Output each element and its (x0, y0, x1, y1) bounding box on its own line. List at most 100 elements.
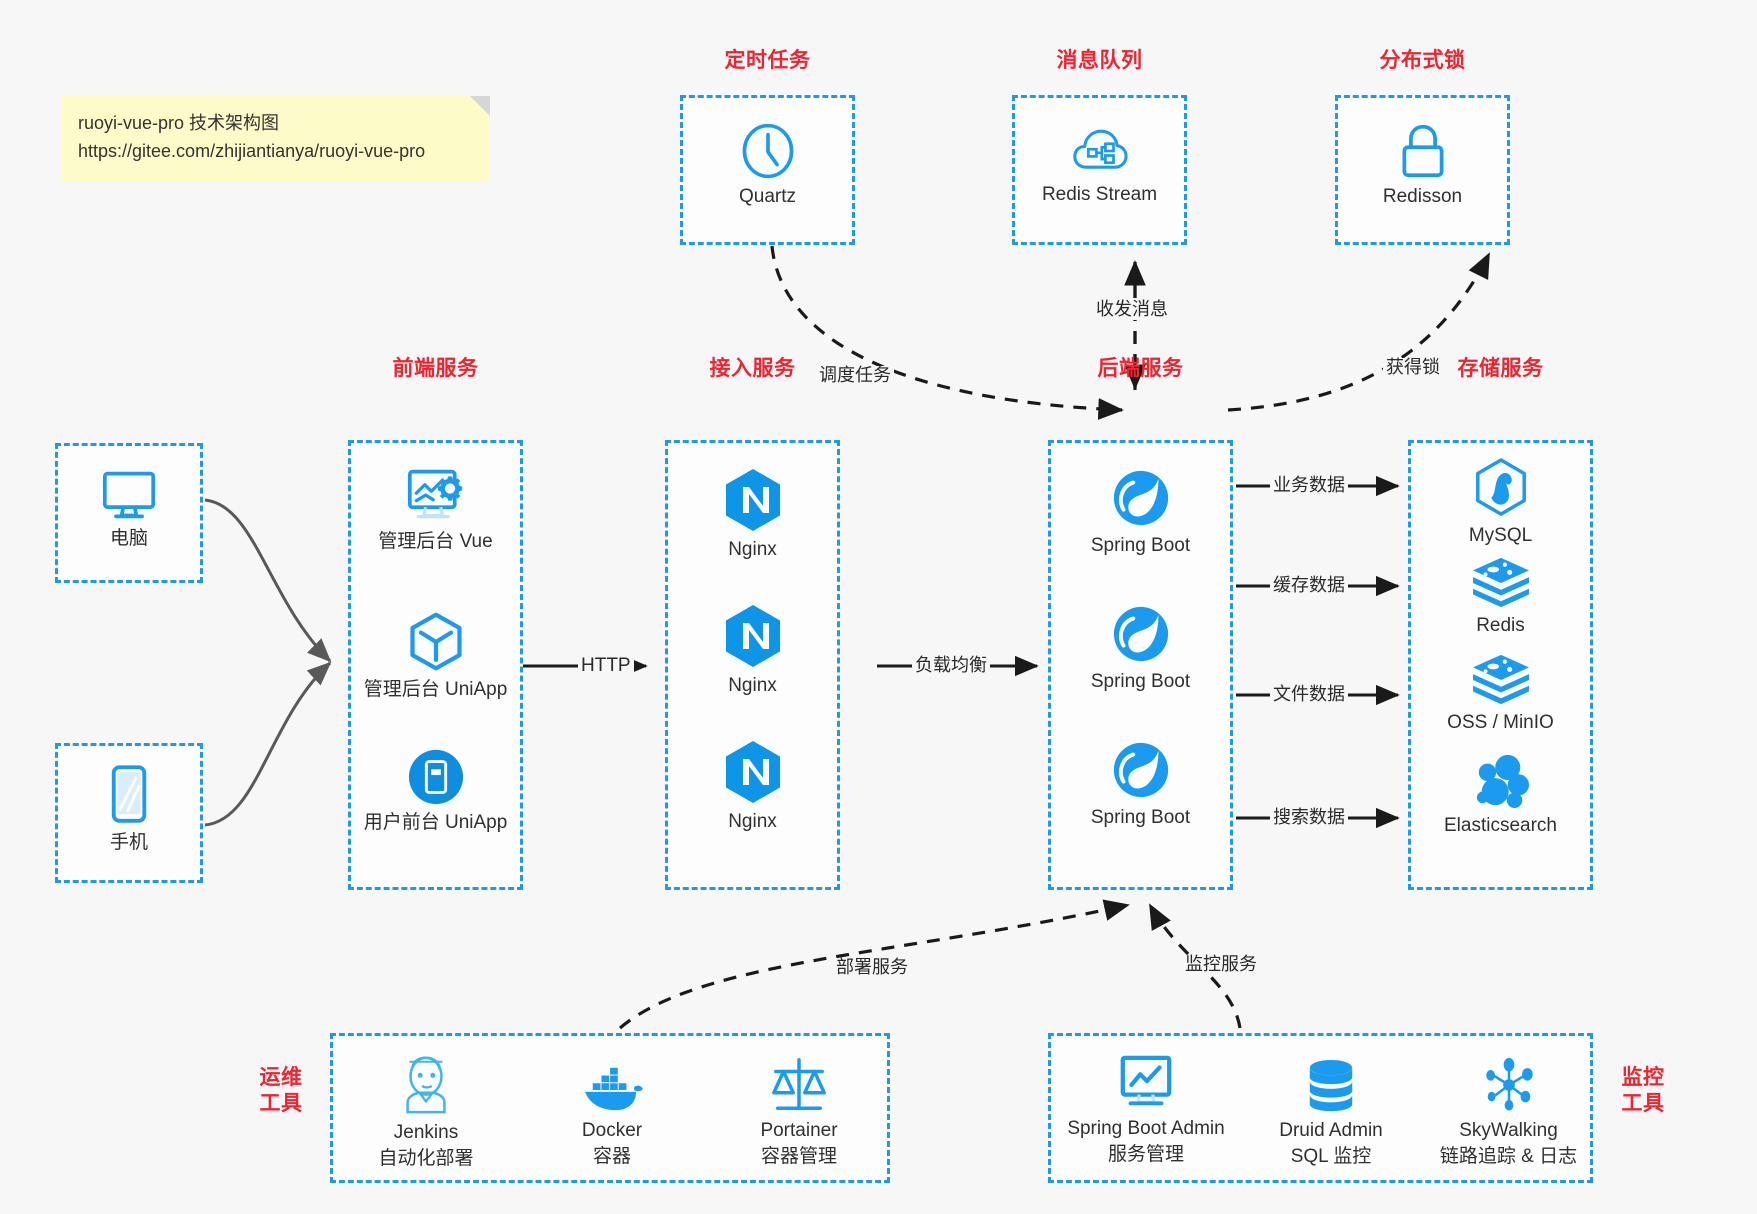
node-label: 手机 (109, 832, 148, 853)
node-label: Spring Boot Admin (1067, 1118, 1225, 1139)
group-box-backend[interactable]: Spring Boot Spring Boot Spring Boot (1048, 440, 1233, 890)
node-label: SkyWalking (1459, 1120, 1558, 1141)
group-box-scheduler[interactable]: Quartz (680, 95, 855, 245)
scales-icon (772, 1058, 826, 1110)
mobile-icon (111, 765, 147, 823)
cube-icon (409, 612, 462, 671)
node-label: Jenkins (393, 1122, 459, 1143)
group-box-client-desktop[interactable]: 电脑 (55, 443, 203, 583)
node-spring-boot-admin[interactable]: Spring Boot Admin 服务管理 (1051, 1054, 1241, 1167)
edge-label-send-receive: 收发消息 (1093, 299, 1171, 320)
group-title-storage: 存储服务 (1457, 357, 1544, 380)
node-admin-uniapp[interactable]: 管理后台 UniApp (351, 611, 520, 703)
group-box-client-mobile[interactable]: 手机 (55, 743, 203, 883)
node-nginx-1[interactable]: Nginx (668, 467, 837, 563)
group-box-lock[interactable]: Redisson (1335, 95, 1510, 245)
node-label: Redis (1476, 615, 1525, 636)
group-box-frontend[interactable]: 管理后台 Vue 管理后台 UniApp 用户前台 UniApp (348, 440, 523, 890)
node-nginx-2[interactable]: Nginx (668, 603, 837, 699)
elasticsearch-icon (1476, 754, 1529, 809)
note-line-2: https://gitee.com/zhijiantianya/ruoyi-vu… (78, 140, 426, 161)
node-sublabel: 容器 (592, 1145, 631, 1167)
node-label: Quartz (738, 186, 797, 207)
group-title-devops-line1: 运维 (259, 1066, 303, 1089)
nginx-icon (725, 741, 780, 803)
node-docker[interactable]: Docker 容器 (519, 1064, 705, 1169)
node-label: 管理后台 Vue (378, 531, 493, 552)
node-label: Spring Boot (1090, 807, 1191, 828)
node-mysql[interactable]: MySQL (1411, 457, 1590, 549)
clock-icon (742, 123, 793, 179)
edge-label-cache-data: 缓存数据 (1270, 575, 1348, 596)
group-box-mq[interactable]: Redis Stream (1012, 95, 1187, 245)
architecture-note: ruoyi-vue-pro 技术架构图 https://gitee.com/zh… (62, 96, 490, 182)
node-skywalking[interactable]: SkyWalking 链路追踪 & 日志 (1421, 1056, 1596, 1169)
lock-icon (1402, 124, 1443, 178)
node-elasticsearch[interactable]: Elasticsearch (1411, 753, 1590, 839)
database-icon (1309, 1059, 1353, 1112)
node-label: MySQL (1468, 525, 1533, 546)
node-label: Druid Admin (1279, 1120, 1383, 1141)
node-spring-boot-2[interactable]: Spring Boot (1051, 603, 1230, 695)
edge-label-monitor-service: 监控服务 (1182, 954, 1260, 975)
node-admin-vue[interactable]: 管理后台 Vue (351, 467, 520, 555)
group-box-monitor[interactable]: Spring Boot Admin 服务管理 Druid Admin SQL 监… (1048, 1033, 1593, 1183)
group-box-storage[interactable]: MySQL Redis OS (1408, 440, 1593, 890)
group-title-gateway: 接入服务 (709, 357, 796, 380)
group-title-devops: 运维 工具 (250, 1065, 312, 1118)
node-spring-boot-1[interactable]: Spring Boot (1051, 467, 1230, 559)
node-label: Redisson (1382, 186, 1463, 207)
group-title-monitor: 监控 工具 (1612, 1065, 1674, 1118)
node-label: 用户前台 UniApp (363, 812, 508, 833)
node-druid-admin[interactable]: Druid Admin SQL 监控 (1241, 1058, 1421, 1169)
node-nginx-3[interactable]: Nginx (668, 739, 837, 835)
group-title-frontend: 前端服务 (392, 357, 479, 380)
group-title-monitor-line1: 监控 (1621, 1066, 1665, 1089)
monitor-chart-icon (1120, 1055, 1172, 1106)
group-box-gateway[interactable]: Nginx Nginx Nginx (665, 440, 840, 890)
edge-label-http: HTTP (578, 655, 634, 677)
node-label: Nginx (728, 539, 777, 560)
edge-label-acquire-lock: 获得锁 (1383, 357, 1443, 378)
note-line-1: ruoyi-vue-pro 技术架构图 (78, 113, 280, 133)
group-title-mq: 消息队列 (1056, 49, 1143, 72)
node-label: Portainer (760, 1120, 838, 1141)
node-label: Nginx (728, 811, 777, 832)
group-title-backend: 后端服务 (1097, 357, 1184, 380)
group-title-monitor-line2: 工具 (1621, 1092, 1665, 1116)
edge-label-business-data: 业务数据 (1270, 475, 1348, 496)
group-title-devops-line2: 工具 (259, 1092, 303, 1116)
node-quartz[interactable]: Quartz (683, 122, 852, 210)
desktop-icon (102, 471, 156, 519)
node-label: Spring Boot (1090, 535, 1191, 556)
skywalking-icon (1485, 1057, 1533, 1111)
nginx-icon (725, 605, 780, 667)
dashboard-icon (407, 469, 462, 519)
edge-label-file-data: 文件数据 (1270, 684, 1348, 705)
edge-label-load-balance: 负载均衡 (912, 655, 990, 676)
node-jenkins[interactable]: Jenkins 自动化部署 (333, 1054, 519, 1171)
node-label: 电脑 (109, 528, 148, 549)
node-sublabel: 容器管理 (760, 1145, 837, 1167)
spring-icon (1113, 742, 1168, 798)
node-user-uniapp[interactable]: 用户前台 UniApp (351, 748, 520, 836)
app-circle-icon (408, 749, 463, 805)
node-redisson[interactable]: Redisson (1338, 122, 1507, 210)
node-spring-boot-3[interactable]: Spring Boot (1051, 739, 1230, 831)
node-oss-minio[interactable]: OSS / MinIO (1411, 652, 1590, 736)
node-mobile[interactable]: 手机 (58, 764, 200, 856)
node-label: Nginx (728, 675, 777, 696)
redis-icon (1472, 557, 1529, 608)
node-portainer[interactable]: Portainer 容器管理 (705, 1056, 893, 1169)
jenkins-icon (406, 1056, 446, 1114)
node-desktop[interactable]: 电脑 (58, 468, 200, 552)
nginx-icon (725, 469, 780, 531)
node-label: Elasticsearch (1444, 815, 1557, 836)
node-sublabel: 自动化部署 (378, 1147, 474, 1169)
node-redis[interactable]: Redis (1411, 555, 1590, 639)
group-box-devops[interactable]: Jenkins 自动化部署 Docker 容器 (330, 1033, 890, 1183)
node-redis-stream[interactable]: Redis Stream (1015, 124, 1184, 208)
group-title-scheduler: 定时任务 (724, 49, 811, 72)
edge-label-deploy-service: 部署服务 (833, 957, 911, 978)
docker-icon (585, 1067, 643, 1111)
